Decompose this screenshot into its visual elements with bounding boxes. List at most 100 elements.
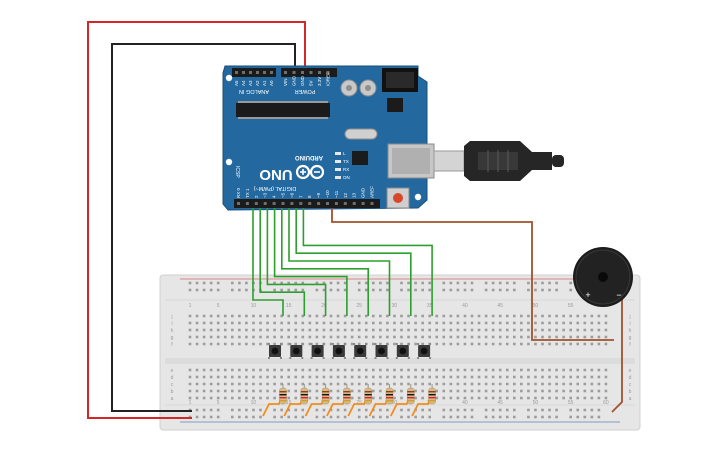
breadboard-hole[interactable]	[350, 396, 354, 400]
breadboard-hole[interactable]	[322, 321, 326, 325]
rail-hole[interactable]	[202, 415, 206, 419]
breadboard-hole[interactable]	[336, 375, 340, 379]
breadboard-hole[interactable]	[562, 389, 565, 393]
rail-hole[interactable]	[569, 408, 572, 412]
breadboard-hole[interactable]	[216, 396, 220, 400]
rail-hole[interactable]	[484, 281, 488, 285]
rail-hole[interactable]	[315, 281, 319, 285]
breadboard-hole[interactable]	[414, 328, 417, 332]
rail-hole[interactable]	[527, 408, 530, 412]
breadboard-hole[interactable]	[407, 321, 410, 325]
rail-hole[interactable]	[280, 415, 283, 419]
breadboard-hole[interactable]	[555, 328, 558, 332]
breadboard-hole[interactable]	[513, 396, 516, 400]
breadboard-hole[interactable]	[513, 335, 516, 339]
breadboard-hole[interactable]	[188, 314, 192, 318]
rail-hole[interactable]	[202, 281, 206, 285]
breadboard-hole[interactable]	[576, 328, 580, 332]
breadboard-hole[interactable]	[421, 396, 424, 400]
breadboard-hole[interactable]	[372, 389, 375, 393]
breadboard-hole[interactable]	[357, 396, 361, 400]
breadboard-hole[interactable]	[336, 368, 340, 372]
breadboard-hole[interactable]	[590, 328, 594, 332]
breadboard-hole[interactable]	[534, 314, 537, 318]
breadboard-hole[interactable]	[484, 368, 488, 372]
rail-hole[interactable]	[259, 408, 262, 412]
rail-hole[interactable]	[583, 415, 587, 419]
breadboard-hole[interactable]	[463, 375, 467, 379]
breadboard-hole[interactable]	[379, 396, 382, 400]
breadboard-hole[interactable]	[357, 335, 361, 339]
breadboard-hole[interactable]	[372, 328, 375, 332]
rail-hole[interactable]	[456, 408, 460, 412]
rail-hole[interactable]	[421, 288, 424, 292]
rail-hole[interactable]	[231, 415, 234, 419]
breadboard-hole[interactable]	[421, 328, 424, 332]
breadboard-hole[interactable]	[604, 375, 608, 379]
breadboard-hole[interactable]	[583, 342, 587, 346]
breadboard-hole[interactable]	[463, 314, 467, 318]
rail-hole[interactable]	[590, 415, 594, 419]
rail-hole[interactable]	[301, 408, 305, 412]
buzzer-ground-wire[interactable]	[611, 298, 623, 413]
rail-hole[interactable]	[491, 415, 495, 419]
breadboard-hole[interactable]	[590, 389, 594, 393]
breadboard-hole[interactable]	[407, 382, 410, 386]
breadboard-hole[interactable]	[308, 396, 312, 400]
breadboard-hole[interactable]	[527, 396, 530, 400]
breadboard-hole[interactable]	[252, 342, 255, 346]
rail-hole[interactable]	[322, 288, 326, 292]
breadboard-hole[interactable]	[245, 321, 248, 325]
breadboard-hole[interactable]	[266, 321, 269, 325]
breadboard-hole[interactable]	[498, 342, 502, 346]
breadboard-hole[interactable]	[287, 328, 290, 332]
breadboard-hole[interactable]	[386, 328, 389, 332]
breadboard-hole[interactable]	[372, 368, 375, 372]
breadboard-hole[interactable]	[400, 335, 403, 339]
breadboard-hole[interactable]	[513, 342, 516, 346]
breadboard-hole[interactable]	[231, 375, 234, 379]
breadboard-hole[interactable]	[442, 328, 446, 332]
breadboard-hole[interactable]	[188, 328, 192, 332]
breadboard-hole[interactable]	[541, 314, 544, 318]
rail-hole[interactable]	[541, 415, 544, 419]
rail-hole[interactable]	[301, 281, 305, 285]
breadboard-hole[interactable]	[428, 382, 431, 386]
breadboard-hole[interactable]	[350, 335, 354, 339]
breadboard-hole[interactable]	[393, 314, 396, 318]
rail-hole[interactable]	[555, 288, 558, 292]
breadboard-hole[interactable]	[590, 368, 594, 372]
signal-wire[interactable]	[252, 208, 284, 316]
breadboard-hole[interactable]	[555, 321, 558, 325]
breadboard-hole[interactable]	[336, 342, 340, 346]
rail-hole[interactable]	[442, 281, 446, 285]
breadboard-hole[interactable]	[259, 389, 262, 393]
breadboard-hole[interactable]	[357, 375, 361, 379]
breadboard-hole[interactable]	[491, 342, 495, 346]
rail-hole[interactable]	[372, 288, 375, 292]
breadboard-hole[interactable]	[379, 328, 382, 332]
breadboard-hole[interactable]	[435, 375, 439, 379]
pushbutton[interactable]	[417, 343, 432, 359]
resistor[interactable]	[347, 384, 372, 417]
resistor[interactable]	[262, 384, 287, 417]
rail-hole[interactable]	[386, 288, 389, 292]
breadboard-hole[interactable]	[315, 368, 319, 372]
breadboard-hole[interactable]	[231, 342, 234, 346]
breadboard-hole[interactable]	[569, 321, 572, 325]
breadboard-hole[interactable]	[315, 389, 319, 393]
breadboard-hole[interactable]	[428, 368, 431, 372]
rail-hole[interactable]	[484, 408, 488, 412]
breadboard-hole[interactable]	[604, 396, 608, 400]
pushbutton[interactable]	[353, 343, 368, 359]
breadboard-hole[interactable]	[463, 321, 467, 325]
breadboard-hole[interactable]	[414, 375, 417, 379]
breadboard-hole[interactable]	[597, 389, 601, 393]
breadboard-hole[interactable]	[315, 396, 319, 400]
breadboard-hole[interactable]	[484, 396, 488, 400]
breadboard-hole[interactable]	[252, 389, 255, 393]
breadboard-hole[interactable]	[583, 321, 587, 325]
breadboard-hole[interactable]	[456, 342, 460, 346]
breadboard-hole[interactable]	[273, 342, 276, 346]
breadboard-hole[interactable]	[372, 396, 375, 400]
